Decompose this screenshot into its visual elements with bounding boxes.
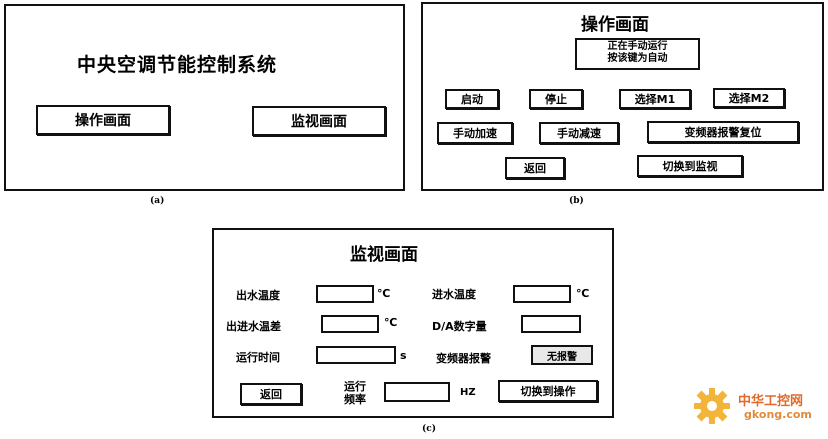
vfd-alarm-label: 变频器报警 bbox=[436, 352, 491, 365]
switch-to-operate-button[interactable]: 切换到操作 bbox=[498, 380, 598, 402]
outlet-temp-field bbox=[316, 285, 374, 303]
back-button[interactable]: 返回 bbox=[240, 383, 302, 405]
inlet-temp-unit: ℃ bbox=[576, 287, 590, 300]
watermark-line2: gkong.com bbox=[744, 408, 812, 421]
da-digital-label: D/A数字量 bbox=[432, 320, 487, 333]
outlet-temp-label: 出水温度 bbox=[236, 289, 280, 302]
start-button[interactable]: 启动 bbox=[445, 89, 499, 109]
run-time-field bbox=[316, 346, 396, 364]
run-frequency-label-line1: 运行 bbox=[344, 380, 366, 393]
run-frequency-unit: HZ bbox=[460, 387, 476, 398]
caption-a: (a) bbox=[150, 196, 165, 206]
inlet-temp-label: 进水温度 bbox=[432, 288, 476, 301]
run-frequency-field bbox=[384, 382, 450, 402]
select-m2-button[interactable]: 选择M2 bbox=[713, 88, 785, 108]
watermark-line1: 中华工控网 bbox=[738, 394, 804, 409]
monitor-screen-button[interactable]: 监视画面 bbox=[252, 106, 386, 136]
manual-speed-down-button[interactable]: 手动减速 bbox=[539, 122, 619, 144]
mode-status-button[interactable]: 正在手动运行 按该键为自动 bbox=[575, 38, 700, 70]
da-digital-field bbox=[521, 315, 581, 333]
temp-diff-field bbox=[321, 315, 379, 333]
operate-screen-button[interactable]: 操作画面 bbox=[36, 105, 170, 135]
temp-diff-label: 出进水温差 bbox=[226, 320, 281, 333]
back-button[interactable]: 返回 bbox=[505, 157, 565, 179]
stop-button[interactable]: 停止 bbox=[529, 89, 583, 109]
run-frequency-label: 运行 频率 bbox=[344, 380, 366, 406]
caption-c: (c) bbox=[422, 424, 436, 434]
panel-monitor: 监视画面 出水温度 ℃ 进水温度 ℃ 出进水温差 ℃ D/A数字量 运行时间 s… bbox=[212, 228, 614, 418]
mode-status-line1: 正在手动运行 bbox=[607, 41, 668, 52]
panel-operate: 操作画面 正在手动运行 按该键为自动 启动 停止 选择M1 选择M2 手动加速 … bbox=[421, 2, 824, 191]
run-time-unit: s bbox=[400, 349, 407, 362]
panel-main-menu: 中央空调节能控制系统 操作画面 监视画面 bbox=[4, 4, 405, 191]
vfd-alarm-indicator: 无报警 bbox=[531, 345, 593, 365]
outlet-temp-unit: ℃ bbox=[377, 287, 391, 300]
watermark: 中华工控网 gkong.com bbox=[690, 382, 826, 432]
inlet-temp-field bbox=[513, 285, 571, 303]
run-time-label: 运行时间 bbox=[236, 351, 280, 364]
mode-status-line2: 按该键为自动 bbox=[607, 53, 668, 64]
main-title: 中央空调节能控制系统 bbox=[77, 54, 278, 76]
operate-title: 操作画面 bbox=[581, 15, 649, 35]
manual-speed-up-button[interactable]: 手动加速 bbox=[437, 122, 513, 144]
caption-b: (b) bbox=[569, 196, 584, 206]
gear-icon bbox=[694, 388, 730, 424]
monitor-title: 监视画面 bbox=[350, 245, 418, 265]
temp-diff-unit: ℃ bbox=[384, 316, 398, 329]
select-m1-button[interactable]: 选择M1 bbox=[619, 89, 691, 109]
run-frequency-label-line2: 频率 bbox=[344, 393, 366, 406]
vfd-alarm-reset-button[interactable]: 变频器报警复位 bbox=[647, 121, 799, 143]
switch-to-monitor-button[interactable]: 切换到监视 bbox=[637, 155, 743, 177]
